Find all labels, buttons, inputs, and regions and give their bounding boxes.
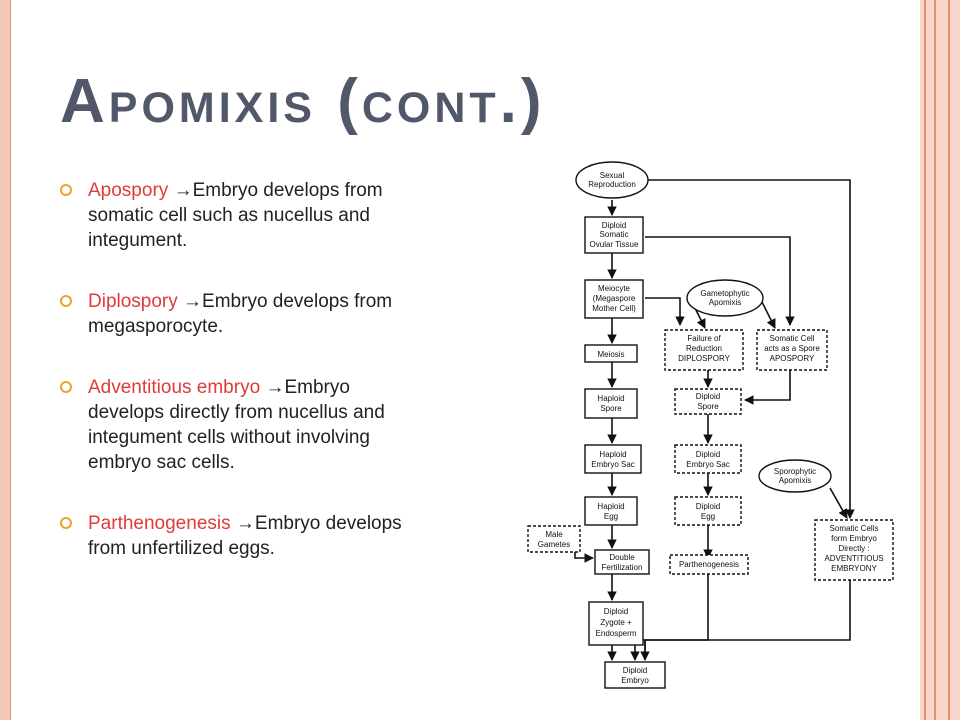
node-failure-reduction [664, 329, 744, 371]
label-meiosis: Meiosis [597, 350, 624, 359]
label-haploid-egg: Egg [604, 512, 618, 521]
bullet-term: Parthenogenesis [88, 513, 231, 534]
node-haploid-spore [584, 388, 638, 419]
label-somatic-embryo: Somatic Cells [830, 524, 879, 533]
bullet-term: Diplospory [88, 291, 178, 312]
node-diploid-zygote [588, 601, 644, 646]
label-double-fert: Double [609, 553, 635, 562]
node-diploid-embryo-sac [674, 444, 742, 474]
label-diploid-somatic: Somatic [600, 230, 629, 239]
node-sexual-reproduction [575, 161, 649, 199]
bullet-item: Parthenogenesis →Embryo develops from un… [60, 511, 430, 561]
node-meiocyte [584, 279, 644, 319]
label-meiocyte: Meiocyte [598, 284, 631, 293]
label-failure: Failure of [687, 334, 721, 343]
arrow-icon: → [265, 377, 285, 398]
label-sporophytic: Apomixis [779, 476, 811, 485]
bullet-item: Adventitious embryo →Embryo develops dir… [60, 375, 430, 475]
label-diploid-somatic: Ovular Tissue [590, 240, 639, 249]
label-male-gametes: Gametes [538, 540, 570, 549]
arrow-icon: → [183, 291, 203, 312]
label-diploid-somatic: Diploid [602, 221, 626, 230]
bullet-text: Embryo develops from megasporocyte. [88, 291, 393, 337]
bullet-text: Embryo develops from unfertilized eggs. [88, 513, 402, 559]
label-meiocyte: Mother Cell) [592, 304, 636, 313]
bullet-list: Apospory →Embryo develops from somatic c… [60, 178, 430, 597]
bullet-item: Diplospory →Embryo develops from megaspo… [60, 289, 430, 339]
bullet-ring-icon [60, 184, 72, 196]
border-line [948, 0, 950, 720]
label-failure: DIPLOSPORY [678, 354, 731, 363]
node-double-fertilization [594, 549, 650, 575]
label-sexual: Sexual [600, 171, 625, 180]
flowchart-connectors [574, 179, 855, 661]
label-somatic-spore: APOSPORY [770, 354, 815, 363]
node-diploid-somatic [584, 216, 644, 254]
arrow-icon: → [235, 513, 255, 534]
node-somatic-spore [756, 329, 828, 371]
label-haploid-sac: Haploid [599, 450, 626, 459]
label-haploid-spore: Spore [600, 404, 622, 413]
right-border-decoration [920, 0, 960, 720]
bullet-ring-icon [60, 381, 72, 393]
bullet-text: Embryo develops from somatic cell such a… [88, 180, 383, 251]
node-somatic-embryo [814, 519, 894, 581]
border-line [934, 0, 936, 720]
label-parthenogenesis: Parthenogenesis [679, 560, 739, 569]
label-diploid-zygote: Zygote + [600, 618, 632, 627]
label-somatic-embryo: EMBRYONY [831, 564, 877, 573]
label-sexual: Reproduction [588, 180, 636, 189]
label-diploid-sac: Diploid [696, 450, 720, 459]
label-somatic-embryo: form Embryo [831, 534, 877, 543]
label-diploid-zygote: Endosperm [596, 629, 637, 638]
node-male-gametes [527, 525, 581, 553]
left-border-decoration [0, 0, 11, 720]
slide-title: Apomixis (cont.) [60, 67, 546, 136]
label-gametophytic: Apomixis [709, 298, 741, 307]
label-somatic-embryo: Directly : [838, 544, 869, 553]
label-diploid-embryo: Embryo [621, 676, 649, 685]
node-diploid-egg [674, 496, 742, 526]
node-gametophytic-apomixis [686, 279, 764, 317]
label-diploid-zygote: Diploid [604, 607, 628, 616]
border-line [924, 0, 926, 720]
label-haploid-spore: Haploid [597, 394, 624, 403]
node-haploid-egg [584, 496, 638, 526]
label-diploid-egg: Egg [701, 512, 715, 521]
node-haploid-embryo-sac [584, 444, 642, 474]
label-somatic-spore: Somatic Cell [770, 334, 815, 343]
label-gametophytic: Gametophytic [700, 289, 749, 298]
bullet-ring-icon [60, 295, 72, 307]
label-haploid-sac: Embryo Sac [591, 460, 635, 469]
apomixis-flowchart: Sexual Reproduction Diploid Somatic Ovul… [527, 161, 894, 689]
node-meiosis [584, 344, 638, 363]
bullet-ring-icon [60, 517, 72, 529]
label-meiocyte: (Megaspore [593, 294, 636, 303]
label-sporophytic: Sporophytic [774, 467, 816, 476]
label-diploid-egg: Diploid [696, 502, 720, 511]
node-parthenogenesis [669, 554, 749, 575]
label-diploid-sac: Embryo Sac [686, 460, 730, 469]
node-diploid-spore [674, 388, 742, 415]
label-double-fert: Fertilization [602, 563, 643, 572]
node-diploid-embryo [604, 661, 666, 689]
label-diploid-spore: Spore [697, 402, 719, 411]
label-haploid-egg: Haploid [597, 502, 624, 511]
bullet-term: Apospory [88, 180, 169, 201]
label-failure: Reduction [686, 344, 722, 353]
bullet-item: Apospory →Embryo develops from somatic c… [60, 178, 430, 253]
label-male-gametes: Male [545, 530, 563, 539]
label-diploid-spore: Diploid [696, 392, 720, 401]
bullet-text: Embryo develops directly from nucellus a… [88, 377, 385, 473]
label-somatic-spore: acts as a Spore [764, 344, 820, 353]
node-sporophytic-apomixis [758, 459, 832, 493]
arrow-icon: → [173, 180, 193, 201]
label-somatic-embryo: ADVENTITIOUS [824, 554, 883, 563]
label-diploid-embryo: Diploid [623, 666, 647, 675]
bullet-term: Adventitious embryo [88, 377, 261, 398]
